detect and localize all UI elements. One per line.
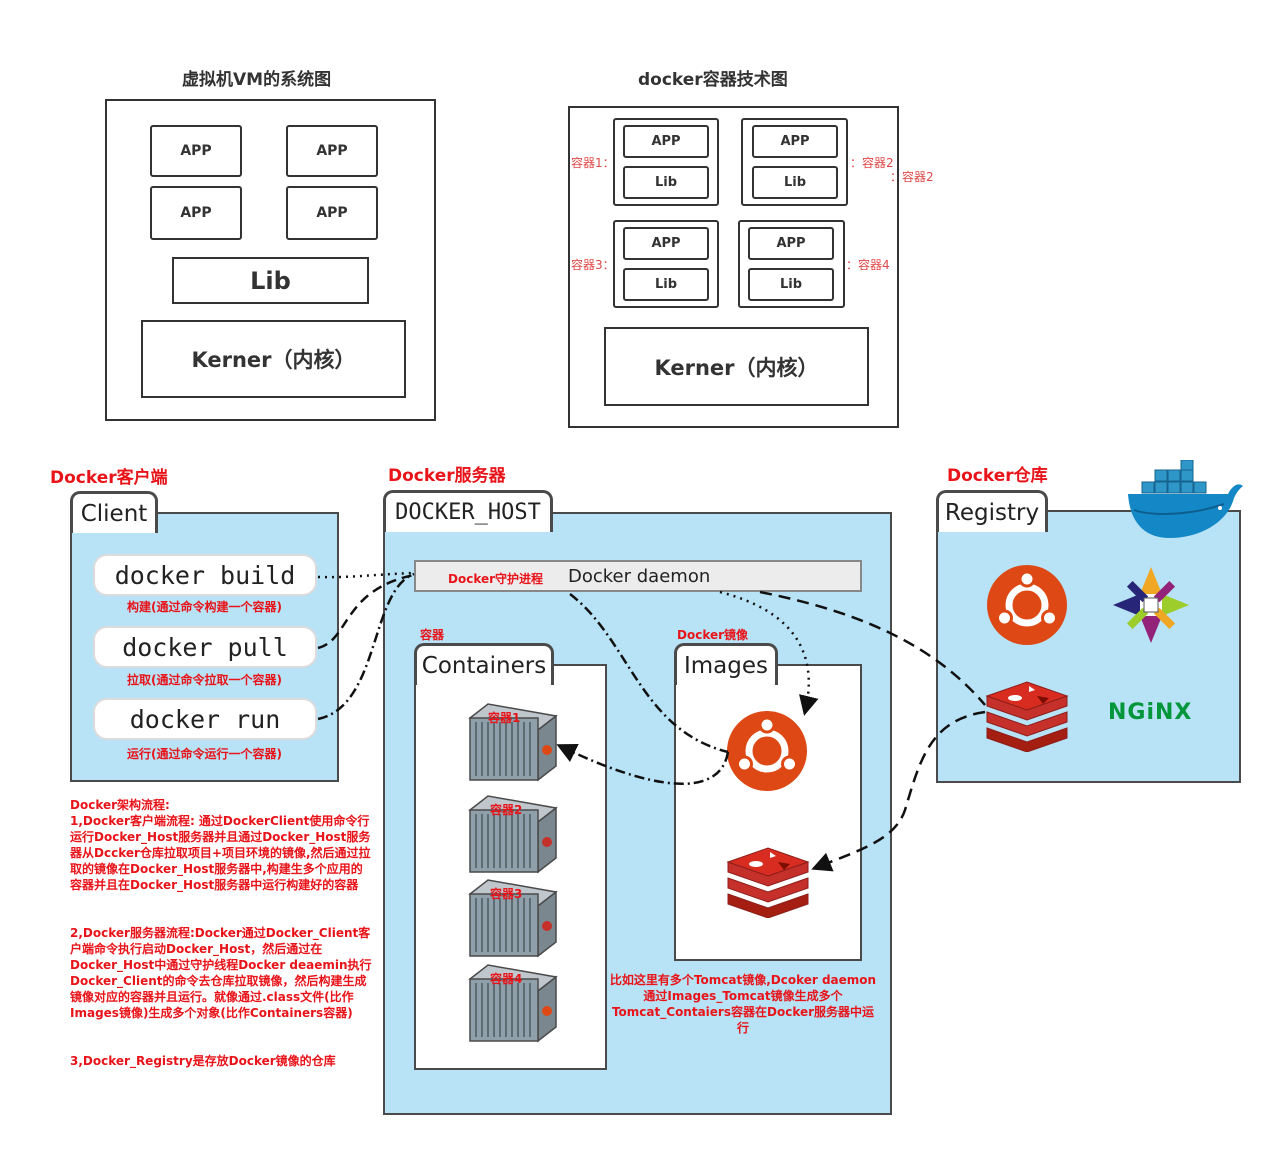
client-section-title: Docker客户端	[50, 468, 168, 488]
container-icon	[468, 795, 558, 874]
vm-app-box: APP	[150, 186, 242, 240]
vm-lib-box: Lib	[172, 257, 369, 304]
flow-paragraph-3: 3,Docker_Registry是存放Docker镜像的仓库	[70, 1054, 336, 1068]
container-icon	[468, 703, 558, 782]
registry-panel	[936, 510, 1241, 783]
container-lib-box: Lib	[623, 166, 709, 199]
vm-app-box: APP	[150, 125, 242, 177]
vm-title: 虚拟机VM的系统图	[182, 70, 332, 90]
docker-daemon-bar	[414, 560, 862, 592]
container-app-box: APP	[623, 125, 709, 158]
container-icon	[468, 879, 558, 958]
registry-tab: Registry	[936, 490, 1048, 532]
vm-app-box: APP	[286, 125, 378, 177]
container-lib-box: Lib	[623, 268, 709, 301]
docker-build-desc: 构建(通过命令构建一个容器)	[127, 600, 282, 614]
ubuntu-image-icon	[727, 711, 807, 791]
docker-pull-command: docker pull	[95, 628, 315, 666]
container-lib-box: Lib	[752, 166, 838, 199]
daemon-text: Docker daemon	[568, 566, 711, 587]
container-name: 容器1	[488, 711, 521, 725]
redis-image-icon	[726, 847, 810, 918]
docker-build-command: docker build	[95, 556, 315, 594]
client-tab: Client	[70, 491, 158, 533]
container-label: ：容器2	[850, 156, 894, 170]
ubuntu-registry-icon	[987, 565, 1067, 645]
docker-whale-icon	[1128, 460, 1243, 538]
docker-run-desc: 运行(通过命令运行一个容器)	[127, 747, 282, 761]
container-name: 容器3	[490, 887, 523, 901]
container-name: 容器4	[490, 972, 523, 986]
container-name: 容器2	[490, 803, 523, 817]
images-note: 比如这里有多个Tomcat镜像,Dcoker daemon通过Images_To…	[609, 973, 877, 1035]
nginx-registry-logo: NGiNX	[1108, 700, 1193, 725]
images-label: Docker镜像	[677, 628, 749, 642]
daemon-label: Docker守护进程	[448, 572, 544, 586]
container-label: 容器1：	[571, 156, 615, 170]
flow-paragraph-2: 2,Docker服务器流程:Docker通过Docker_Client客户端命令…	[70, 926, 372, 1020]
images-tab: Images	[674, 643, 778, 685]
vm-app-box: APP	[286, 186, 378, 240]
container-label: 容器3：	[571, 258, 615, 272]
containers-label: 容器	[420, 628, 445, 642]
container-label-extra: ：容器2	[890, 170, 934, 184]
redis-registry-icon	[985, 681, 1069, 752]
vm-kernel-box: Kerner（内核）	[141, 320, 406, 398]
docker-run-command: docker run	[95, 700, 315, 738]
docker-pull-desc: 拉取(通过命令拉取一个容器)	[127, 673, 282, 687]
containers-tab: Containers	[414, 643, 554, 685]
docker-host-tab: DOCKER_HOST	[383, 490, 553, 532]
container-icon	[468, 964, 558, 1043]
registry-section-title: Docker仓库	[947, 466, 1048, 486]
container-app-box: APP	[748, 227, 834, 260]
docker-tech-title: docker容器技术图	[638, 70, 788, 90]
docker-kernel-box: Kerner（内核）	[604, 327, 869, 406]
host-section-title: Docker服务器	[388, 466, 506, 486]
centos-registry-icon	[1113, 567, 1189, 643]
container-lib-box: Lib	[748, 268, 834, 301]
container-label: ：容器4	[846, 258, 890, 272]
container-app-box: APP	[752, 125, 838, 158]
flow-title: Docker架构流程:	[70, 798, 170, 812]
container-app-box: APP	[623, 227, 709, 260]
flow-paragraph-1: 1,Docker客户端流程: 通过DockerClient使用命令行运行Dock…	[70, 814, 371, 892]
